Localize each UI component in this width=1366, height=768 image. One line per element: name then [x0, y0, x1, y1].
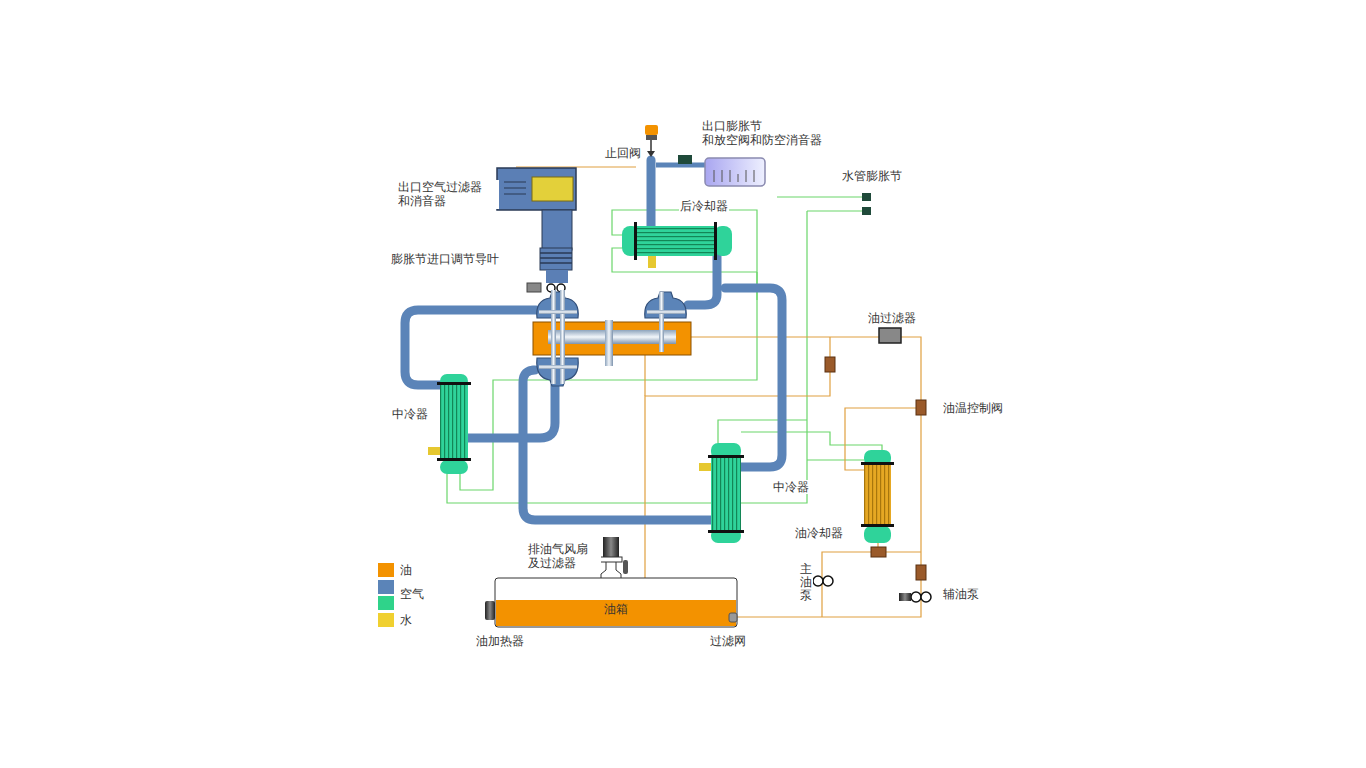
part-label: 中冷器	[391, 407, 429, 421]
part-label: 膨胀节进口调节导叶	[390, 252, 500, 266]
legend-swatch	[378, 563, 394, 577]
part-label: 排油气风扇 及过滤器	[527, 542, 601, 571]
part-label: 过滤网	[709, 634, 747, 648]
oil-tank: 油箱	[495, 578, 737, 627]
legend-swatch	[378, 613, 394, 627]
part-label: 出口膨胀节 和放空阀和防空消音器	[701, 119, 838, 148]
part-label: 水管膨胀节	[841, 169, 903, 183]
part-label: 油过滤器	[867, 311, 917, 325]
part-label: 止回阀	[604, 146, 642, 160]
part-label: 辅油泵	[942, 587, 980, 601]
part-label: 油温控制阀	[942, 401, 1004, 415]
part-label: 出口空气过滤器 和消音器	[397, 180, 499, 209]
part-label: 油冷却器	[794, 526, 844, 540]
part-label: 主油泵	[799, 563, 813, 603]
part-label: 油加热器	[475, 634, 525, 648]
tank-label: 油箱	[495, 601, 737, 618]
legend-swatch	[378, 580, 394, 594]
part-label: 后冷却器	[679, 199, 729, 213]
part-label: 中冷器	[772, 480, 810, 494]
legend-text: 油	[400, 563, 412, 577]
legend-text: 水	[400, 613, 412, 627]
legend-text: 空气	[400, 587, 424, 601]
